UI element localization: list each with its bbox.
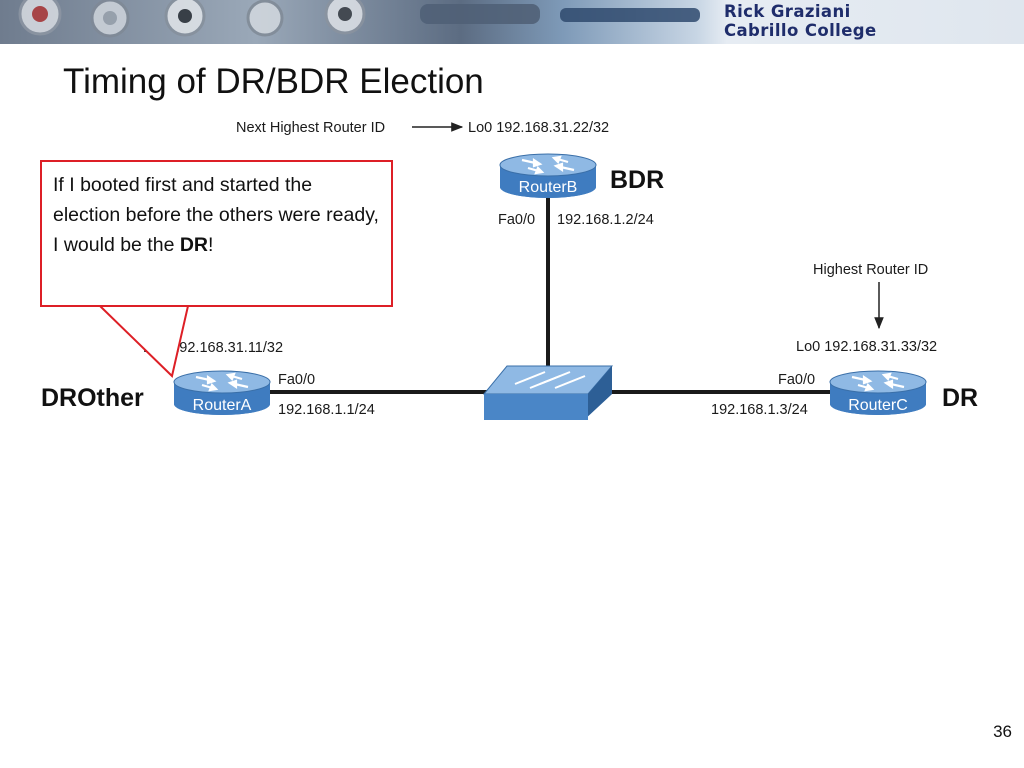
header-image: [0, 0, 1024, 44]
callout-text-main: If I booted first and started the electi…: [53, 174, 379, 256]
routerb-ip: 192.168.1.2/24: [557, 212, 654, 228]
callout-text-bold: DR: [179, 234, 209, 256]
routerb-interface: Fa0/0: [498, 212, 535, 228]
routerc-role-label: DR: [942, 384, 978, 412]
callout-text-end: !: [208, 234, 214, 256]
routerc-name: RouterC: [848, 397, 908, 414]
slide-number: 36: [993, 722, 1012, 741]
next-highest-router-id-label: Next Highest Router ID: [236, 120, 385, 136]
callout-box: [40, 160, 393, 307]
routera-name: RouterA: [193, 397, 252, 414]
routera-interface: Fa0/0: [278, 372, 315, 388]
cable-connectors-graphic: [18, 0, 700, 38]
slide-title: Timing of DR/BDR Election: [63, 62, 484, 101]
routerb-loopback: Lo0 192.168.31.22/32: [468, 120, 609, 136]
header-banner: [0, 0, 1024, 44]
callout-text: If I booted first and started the electi…: [53, 170, 383, 260]
author-name: Rick Graziani: [724, 2, 851, 21]
callout-pointer: [97, 305, 190, 378]
routerc-loopback: Lo0 192.168.31.33/32: [796, 339, 937, 355]
routera-ip: 192.168.1.1/24: [278, 402, 375, 418]
highest-router-id-label: Highest Router ID: [813, 262, 928, 278]
author-organization: Cabrillo College: [724, 21, 877, 40]
routerc-ip: 192.168.1.3/24: [711, 402, 808, 418]
routera-role-label: DROther: [41, 384, 144, 412]
routerb-name: RouterB: [519, 179, 578, 196]
routerb-role-label: BDR: [610, 166, 664, 194]
routerc-interface: Fa0/0: [778, 372, 815, 388]
switch-icon: [482, 365, 614, 420]
